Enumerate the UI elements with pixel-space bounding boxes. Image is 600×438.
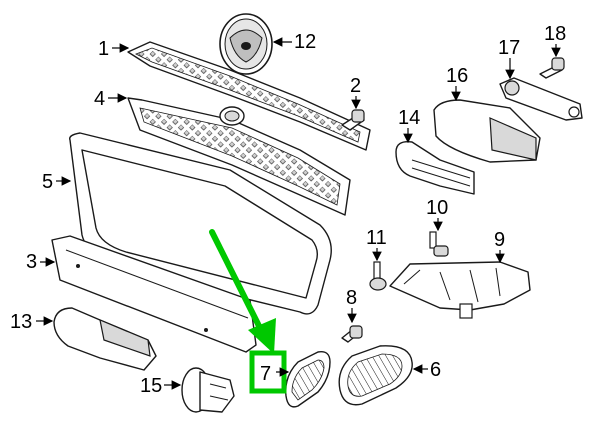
vent-grille-6 — [338, 345, 413, 406]
screw-11 — [369, 261, 387, 291]
callout-15: 15 — [140, 375, 162, 397]
screw-8 — [341, 325, 363, 343]
vent-blank-7 — [285, 351, 331, 408]
callout-16: 16 — [446, 65, 468, 87]
badge-bracket — [181, 367, 235, 413]
callout-18: 18 — [544, 23, 566, 45]
callouts: 1 2 3 4 5 6 7 8 9 10 11 12 — [10, 23, 566, 397]
callout-7: 7 — [260, 363, 271, 385]
emblem — [219, 13, 273, 75]
lower-bar — [51, 235, 257, 353]
callout-2: 2 — [350, 75, 361, 97]
callout-14: 14 — [398, 107, 420, 129]
air-deflector — [53, 307, 157, 371]
callout-1: 1 — [98, 38, 109, 60]
callout-4: 4 — [94, 88, 105, 110]
callout-13: 13 — [10, 311, 32, 333]
callout-8: 8 — [346, 287, 357, 309]
callout-9: 9 — [494, 229, 505, 251]
callout-12: 12 — [294, 31, 316, 53]
callout-3: 3 — [26, 251, 37, 273]
callout-11: 11 — [366, 227, 387, 249]
support-bracket — [389, 261, 531, 319]
callout-17: 17 — [498, 37, 520, 59]
cover — [433, 99, 541, 163]
screw-2 — [341, 109, 365, 131]
highlight-arrow — [209, 229, 276, 354]
upper-grille — [127, 41, 371, 151]
callout-10: 10 — [426, 197, 448, 219]
clip-bracket — [395, 141, 475, 195]
bolt-10 — [429, 231, 449, 257]
callout-6: 6 — [430, 359, 441, 381]
callout-5: 5 — [42, 171, 53, 193]
bolt-18 — [539, 57, 565, 79]
lower-grille — [127, 97, 351, 216]
